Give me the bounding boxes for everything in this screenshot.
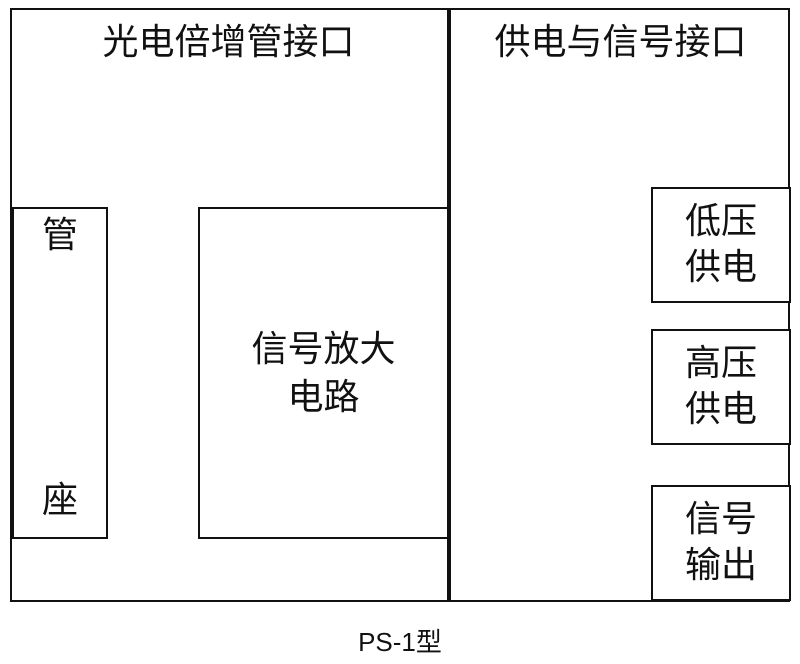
low-voltage-supply-box	[651, 187, 791, 303]
signal-amplifier-line1: 信号放大	[251, 329, 396, 370]
signal-output-label: 信号 输出	[651, 497, 791, 589]
model-caption: PS-1型	[358, 627, 442, 657]
tube-socket-label-bottom: 座	[41, 480, 78, 521]
tube-socket-box	[12, 207, 108, 539]
signal-output-box	[651, 485, 791, 601]
pmt-interface-title: 光电倍增管接口	[102, 22, 355, 63]
high-voltage-supply-box	[651, 329, 791, 445]
signal-amplifier-box	[198, 207, 449, 539]
power-signal-interface-title: 供电与信号接口	[494, 22, 747, 63]
low-voltage-line2: 供电	[684, 247, 757, 288]
low-voltage-supply-label: 低压 供电	[651, 199, 791, 291]
high-voltage-supply-label: 高压 供电	[651, 341, 791, 433]
high-voltage-line1: 高压	[684, 343, 757, 384]
panel-divider	[447, 8, 451, 602]
tube-socket-label-top: 管	[41, 215, 78, 256]
high-voltage-line2: 供电	[684, 389, 757, 430]
signal-output-line2: 输出	[684, 545, 757, 586]
low-voltage-line1: 低压	[684, 201, 757, 242]
signal-amplifier-line2: 电路	[287, 377, 360, 418]
signal-amplifier-label: 信号放大 电路	[198, 326, 449, 422]
signal-output-line1: 信号	[684, 499, 757, 540]
